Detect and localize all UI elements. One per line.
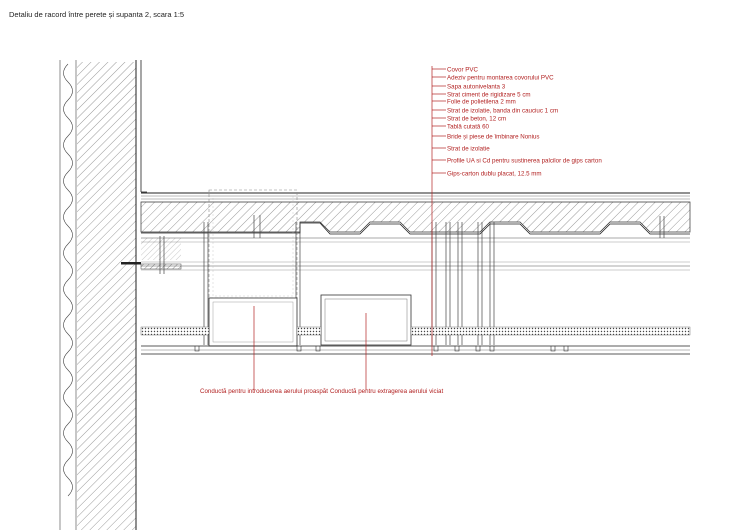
layer-label: Adeziv pentru montarea covorului PVC [447,75,554,82]
layer-label: Strat de izolatie [447,146,490,153]
layer-label: Folie de polietilena 2 mm [447,99,516,106]
layer-label: Bride și piese de îmbinare Nonius [447,134,540,141]
layer-label: Tablă cutată 60 [447,124,490,131]
layer-label: Covor PVC [447,67,478,74]
annotation-leaders [253,66,446,390]
exhaust-duct-label: Conductă pentru extragerea aerului vicia… [330,388,443,395]
wall [59,60,182,530]
floor-slab [140,192,691,271]
gypsum-board [141,345,690,355]
corrugated-sheet [141,222,690,235]
fresh-air-duct-label: Conductă pentru introducerea aerului pro… [200,388,328,395]
layer-label: Strat ciment de rigidizare 5 cm [447,92,531,99]
layer-label: Sapa autonivelanta 3 [447,84,506,91]
masonry-wall [77,62,136,530]
duct-labels: Conductă pentru introducerea aerului pro… [200,388,443,395]
concrete-slab [140,201,691,233]
layer-label: Gips-carton dublu placat, 12.5 mm [447,171,542,178]
wall-bracket [121,262,141,265]
insulation-loops [63,63,73,497]
ceiling-insulation [140,326,691,336]
layer-label: Strat de izolatie, banda din cauciuc 1 c… [447,108,558,115]
drawing-title: Detaliu de racord între perete și supant… [9,10,185,19]
fresh-air-duct [208,189,298,347]
profile-clips [194,346,569,352]
layer-labels: Covor PVC Adeziv pentru montarea covorul… [447,67,602,178]
layer-label: Profile UA si Cd pentru sustinerea palci… [447,158,602,165]
layer-label: Strat de beton, 12 cm [447,116,506,123]
